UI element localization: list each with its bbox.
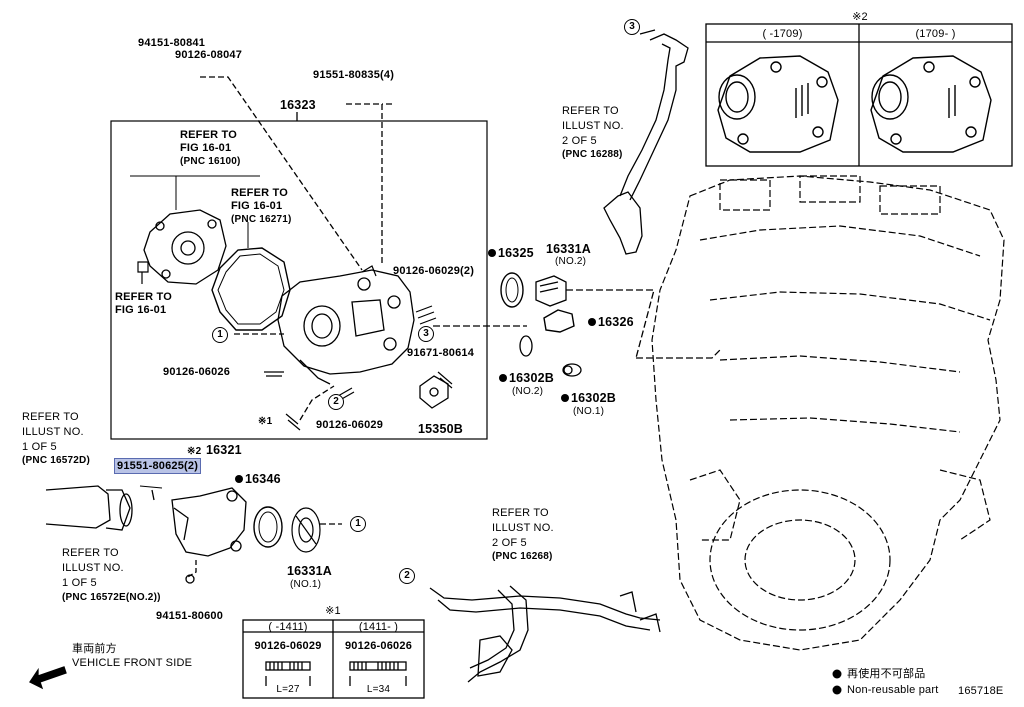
label-16302B-no2: 16302B <box>499 372 554 385</box>
label-no1-a: (NO.1) <box>573 406 605 417</box>
bypass-valve-15350B-icon <box>419 375 449 409</box>
thermostat-housing-early-icon <box>717 55 839 153</box>
stud-bolt-l27-icon <box>265 661 311 686</box>
refer-fig-16-01-a-line1: REFER TO <box>180 129 238 141</box>
front-arrow-icon <box>29 666 67 690</box>
note2-col-early: ( -1709) <box>762 28 803 40</box>
label-91551-80625-highlighted[interactable]: 91551-80625(2) <box>114 458 202 474</box>
gasket-16346-icon <box>253 506 283 548</box>
assembly-16323-box <box>110 120 488 440</box>
bolt-icons <box>137 261 453 431</box>
note1-table <box>242 619 425 699</box>
note1-length-27: L=27 <box>276 684 300 695</box>
refer-illust-1of5-a-line3: 1 OF 5 <box>22 441 57 453</box>
refer-illust-1of5-b-line2: ILLUST NO. <box>62 562 124 574</box>
note2-col-late: (1709- ) <box>915 28 956 40</box>
thermostat-16331A-no1-icon <box>291 507 321 553</box>
label-16331A-no2: 16331A <box>546 242 591 256</box>
gasket-16326-icon <box>543 309 575 333</box>
label-94151-80841: 94151-80841 <box>138 37 206 49</box>
thermostat-16331A-no2-icon <box>535 275 567 307</box>
refer-fig-16-01-a-line3: (PNC 16100) <box>180 156 241 167</box>
refer-illust-2of5-b-line2: ILLUST NO. <box>492 522 554 534</box>
label-16326: 16326 <box>588 316 634 329</box>
refer-illust-2of5-a-line3: 2 OF 5 <box>562 135 597 147</box>
label-16346: 16346 <box>235 473 281 486</box>
refer-fig-16-01-c-line1: REFER TO <box>115 291 173 303</box>
thermostat-cover-16321-icon <box>171 487 247 557</box>
refer-illust-2of5-a-line2: ILLUST NO. <box>562 120 624 132</box>
callout-2-pipe: 2 <box>399 568 415 584</box>
label-90126-06029-2: 90126-06029(2) <box>393 265 475 277</box>
refer-illust-2of5-b-line1: REFER TO <box>492 507 549 519</box>
label-91671-80614: 91671-80614 <box>407 347 475 359</box>
label-no2-b: (NO.2) <box>512 386 544 397</box>
thermostat-housing-late-icon <box>870 55 992 153</box>
engine-block-icon <box>651 175 1005 651</box>
refer-illust-2of5-a-line4: (PNC 16288) <box>562 149 623 160</box>
callout-3-pipe: 3 <box>624 19 640 35</box>
label-16331A-no1: 16331A <box>287 564 332 578</box>
bypass-pipe-top-icon <box>603 29 689 255</box>
label-91551-80835: 91551-80835(4) <box>313 69 395 81</box>
refer-fig-16-01-b-line1: REFER TO <box>231 187 289 199</box>
note1-length-34: L=34 <box>366 684 391 695</box>
water-inlet-housing-icon <box>277 269 415 385</box>
label-no1-b: (NO.1) <box>290 579 322 590</box>
water-bypass-pipe-lower-icon <box>429 585 661 683</box>
refer-fig-16-01-a-line2: FIG 16-01 <box>180 142 232 154</box>
label-no2-a: (NO.2) <box>555 256 587 267</box>
callout-1-upper: 1 <box>212 327 228 343</box>
refer-illust-2of5-b-line3: 2 OF 5 <box>492 537 527 549</box>
refer-fig-16-01-c-line2: FIG 16-01 <box>115 304 167 316</box>
note1-col-early: ( -1411) <box>268 621 308 633</box>
label-16321: 16321 <box>206 443 242 457</box>
label-16325: 16325 <box>488 247 534 260</box>
refer-illust-2of5-b-line4: (PNC 16268) <box>492 551 553 562</box>
refer-fig-16-01-b-line2: FIG 16-01 <box>231 200 283 212</box>
label-16302B-no1: 16302B <box>561 392 616 405</box>
refer-fig-16-01-b-line3: (PNC 16271) <box>231 214 292 225</box>
label-90126-06026: 90126-06026 <box>163 366 231 378</box>
illustration-id: 165718E <box>958 685 1004 697</box>
callout-1-lower: 1 <box>350 516 366 532</box>
radiator-hose-icon <box>45 485 133 531</box>
refer-illust-1of5-b-line4: (PNC 16572E(NO.2)) <box>62 592 161 603</box>
refer-illust-1of5-a-line4: (PNC 16572D) <box>22 455 90 466</box>
note2-table <box>705 23 1013 167</box>
refer-illust-1of5-b-line1: REFER TO <box>62 547 119 559</box>
callout-3-upper: 3 <box>418 326 434 342</box>
gasket-16325-icon <box>500 272 524 308</box>
refer-illust-2of5-a-line1: REFER TO <box>562 105 619 117</box>
legend-non-reusable-en: Non-reusable part <box>847 684 939 696</box>
vehicle-front-jp: 車両前方 <box>72 643 117 655</box>
note2-marker: ※2 <box>187 446 202 457</box>
refer-illust-1of5-a-line2: ILLUST NO. <box>22 426 84 438</box>
refer-illust-1of5-b-line3: 1 OF 5 <box>62 577 97 589</box>
label-90126-06029: 90126-06029 <box>316 419 384 431</box>
water-pump-gasket-icon <box>211 247 291 331</box>
o-ring-16302B-no1-icon <box>562 363 582 377</box>
water-pump-icon <box>143 209 227 285</box>
stud-bolt-l34-icon <box>349 661 407 686</box>
note2-title: ※2 <box>852 11 868 23</box>
label-94151-80600: 94151-80600 <box>156 610 224 622</box>
label-16323: 16323 <box>280 98 316 112</box>
legend-non-reusable-jp: 再使用不可部品 <box>847 668 926 680</box>
callout-2-upper: 2 <box>328 394 344 410</box>
note1-part-90126-06026: 90126-06026 <box>344 640 413 652</box>
refer-illust-1of5-a-line1: REFER TO <box>22 411 79 423</box>
label-90126-08047: 90126-08047 <box>175 49 243 61</box>
vehicle-front-en: VEHICLE FRONT SIDE <box>72 657 193 669</box>
note1-title: ※1 <box>325 605 341 617</box>
note1-part-90126-06029: 90126-06029 <box>254 640 322 652</box>
note1-col-late: (1411- ) <box>358 621 399 633</box>
o-ring-16302B-no2-icon <box>519 335 533 357</box>
note1-marker: ※1 <box>258 416 273 427</box>
label-15350B: 15350B <box>418 422 463 436</box>
